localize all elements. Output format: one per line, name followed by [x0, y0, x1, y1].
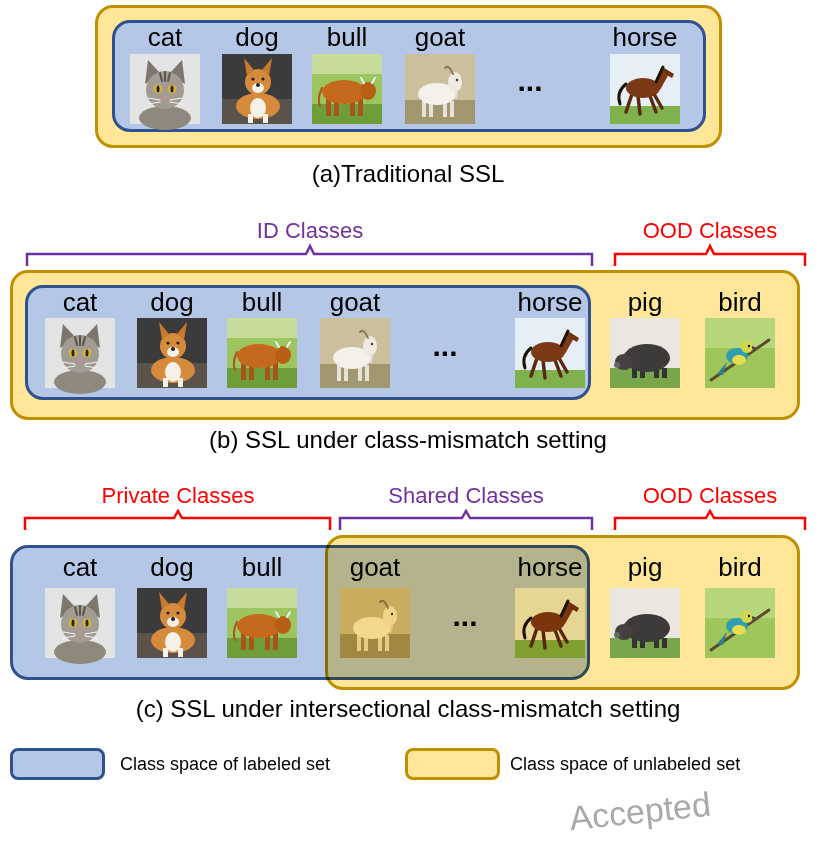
class-bracket: [27, 246, 592, 266]
class-name: dog: [235, 22, 278, 52]
group-label: ID Classes: [257, 218, 363, 243]
class-name: goat: [350, 552, 401, 582]
goat-photo: [320, 318, 390, 388]
group-label: OOD Classes: [643, 483, 777, 508]
bull-photo: [312, 54, 382, 124]
pig-photo: [610, 588, 680, 658]
cat-photo: [45, 588, 115, 664]
legend-text: Class space of unlabeled set: [510, 753, 740, 775]
class-name: pig: [628, 287, 663, 317]
goat-photo: [405, 54, 475, 124]
labeled-space: cat dog bull goat... horse: [112, 20, 706, 132]
class-name: goat: [330, 287, 381, 317]
unlabeled-space: cat dog bull goat... horse: [95, 5, 722, 148]
bird-photo: [705, 318, 775, 388]
ellipsis-mark: ...: [432, 331, 457, 361]
cat-photo: [45, 318, 115, 394]
class-name: bull: [327, 22, 367, 52]
class-bracket: [615, 511, 805, 530]
class-name: bird: [718, 552, 761, 582]
horse-photo: [610, 54, 680, 124]
class-bracket: [615, 246, 805, 266]
class-bracket: [25, 511, 330, 530]
legend-swatch: [405, 748, 500, 780]
bull-photo: [227, 588, 297, 658]
unlabeled-space: goat... horse pig bird: [325, 535, 800, 690]
horse-photo: [515, 318, 585, 388]
group-label: Shared Classes: [388, 483, 543, 508]
pig-photo: [610, 318, 680, 388]
class-name: cat: [63, 552, 98, 582]
class-name: horse: [612, 22, 677, 52]
dog-photo: [137, 318, 207, 388]
class-name: bull: [242, 287, 282, 317]
class-bracket: [340, 511, 592, 530]
legend-text: Class space of labeled set: [120, 753, 330, 775]
watermark: Accepted: [567, 785, 712, 839]
class-name: horse: [517, 287, 582, 317]
group-label: OOD Classes: [643, 218, 777, 243]
group-label: Private Classes: [102, 483, 255, 508]
bird-photo: [705, 588, 775, 658]
class-name: pig: [628, 552, 663, 582]
dog-photo: [222, 54, 292, 124]
class-name: bull: [242, 552, 282, 582]
legend-swatch: [10, 748, 105, 780]
animal-photos: [28, 288, 594, 403]
class-name: cat: [148, 22, 183, 52]
class-name: goat: [415, 22, 466, 52]
figure-caption: (b) SSL under class-mismatch setting: [209, 426, 607, 454]
class-name: dog: [150, 287, 193, 317]
figure-caption: (a)Traditional SSL: [312, 160, 505, 188]
class-name: cat: [63, 287, 98, 317]
figure-caption: (c) SSL under intersectional class-misma…: [136, 695, 681, 723]
unlabeled-space: pig bird cat dog bull goat... horse: [10, 270, 800, 420]
class-name: bird: [718, 287, 761, 317]
cat-photo: [130, 54, 200, 130]
labeled-space: cat dog bull goat... horse: [25, 285, 591, 400]
dog-photo: [137, 588, 207, 658]
ellipsis-mark: ...: [452, 601, 477, 631]
class-name: horse: [517, 552, 582, 582]
bull-photo: [227, 318, 297, 388]
class-name: dog: [150, 552, 193, 582]
ellipsis-mark: ...: [517, 66, 542, 96]
